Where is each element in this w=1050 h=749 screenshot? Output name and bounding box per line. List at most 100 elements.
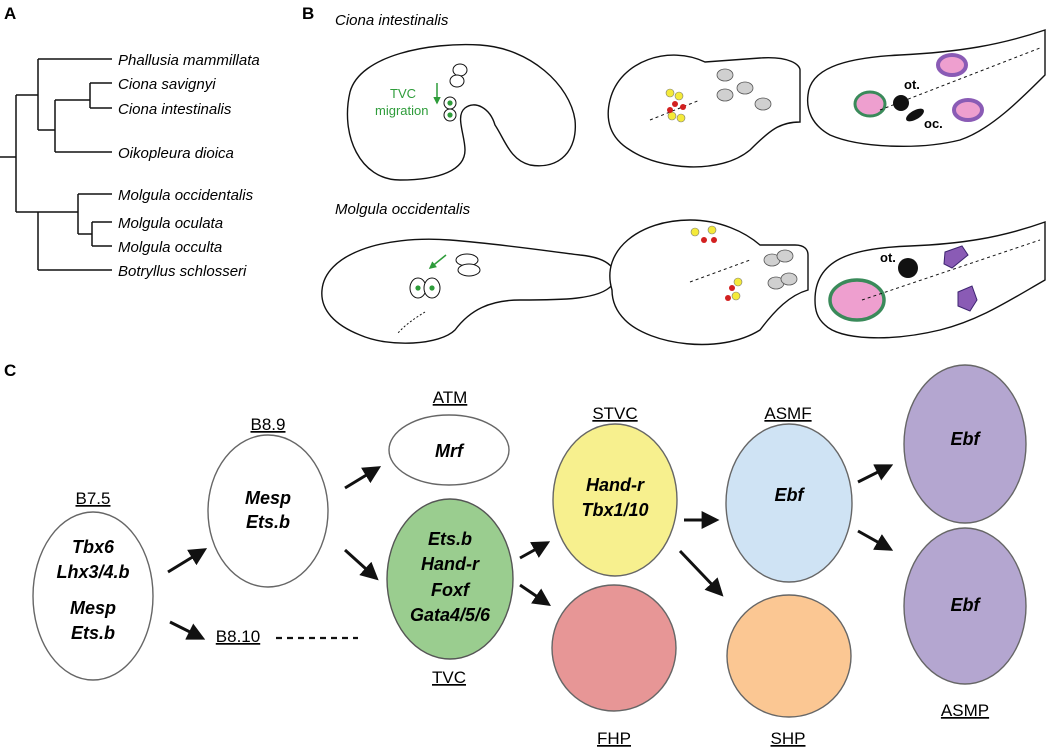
b89-cell (207, 434, 329, 588)
ciona-atm-cell (452, 63, 468, 77)
node-b89: B8.9 Mesp Ets.b (207, 415, 329, 588)
molgula-red-cell (725, 295, 731, 301)
ciona-embryo-outline (346, 43, 576, 181)
ciona-red-cell (680, 104, 686, 110)
species-label-botryllus: Botryllus schlosseri (118, 263, 247, 280)
tvc-gene: Hand-r (421, 554, 480, 574)
species-label-ciona-intestinalis: Ciona intestinalis (118, 101, 232, 118)
ciona-grey-cell (736, 81, 754, 95)
molgula-trunk-outline (609, 219, 809, 346)
molgula-larva-trunk (609, 219, 809, 346)
molgula-migration-arrow (428, 254, 447, 269)
arrow-b75-to-b810 (169, 620, 206, 640)
molgula-yellow-cell (707, 225, 717, 235)
molgula-title: Molgula occidentalis (335, 201, 471, 218)
b75-gene: Lhx3/4.b (56, 562, 129, 582)
tvc-label: TVC (432, 668, 466, 687)
stvc-label: STVC (592, 404, 637, 423)
molgula-juvenile: ot. (814, 221, 1046, 339)
ciona-grey-cell (716, 68, 734, 82)
ciona-juvenile-axis (879, 47, 1041, 111)
node-b810: B8.10 (216, 627, 358, 646)
ciona-grey-cell (754, 97, 772, 111)
ciona-grey-cell (716, 88, 734, 102)
molgula-embryo (321, 238, 616, 344)
stvc-gene: Hand-r (586, 475, 645, 495)
ciona-yellow-cell (676, 113, 686, 123)
ciona-ocellus (906, 108, 924, 122)
asmf-gene: Ebf (775, 485, 806, 505)
ciona-otolith (893, 95, 909, 111)
molgula-juvenile-axis (861, 239, 1041, 301)
molgula-grey-cell (780, 272, 798, 286)
b75-gene: Ets.b (71, 623, 115, 643)
b75-cell (32, 511, 154, 681)
stvc-gene: Tbx1/10 (581, 500, 648, 520)
tvc-label-line1: TVC (390, 86, 416, 101)
atm-gene: Mrf (435, 441, 465, 461)
arrow-b75-to-b89 (167, 548, 208, 574)
molgula-yellow-cell (731, 291, 741, 301)
panel-a-letter: A (4, 4, 16, 23)
b810-label: B8.10 (216, 627, 260, 646)
species-label-molgula-occulta: Molgula occulta (118, 239, 222, 256)
species-label-molgula-occidentalis: Molgula occidentalis (118, 187, 254, 204)
asmf-label: ASMF (764, 404, 811, 423)
node-asmf: ASMF Ebf (725, 404, 853, 583)
b89-gene: Mesp (245, 488, 291, 508)
molgula-muscle (957, 285, 978, 312)
shp-label: SHP (771, 729, 806, 748)
molgula-midline (689, 259, 751, 283)
panel-c-letter: C (4, 361, 16, 380)
node-tvc: Ets.b Hand-r Foxf Gata4/5/6 TVC (386, 498, 514, 687)
molgula-red-cell (711, 237, 717, 243)
molgula-muscle (943, 245, 969, 269)
molgula-embryo-outline (321, 238, 616, 344)
ciona-yellow-cell (674, 91, 684, 101)
node-fhp: FHP (551, 584, 677, 748)
atm-cell (388, 414, 510, 486)
tvc-gene: Gata4/5/6 (410, 605, 491, 625)
ciona-muscle (936, 53, 968, 77)
node-shp: SHP (726, 594, 852, 748)
b89-gene: Ets.b (246, 512, 290, 532)
molgula-heart (828, 278, 886, 322)
atm-label: ATM (433, 388, 468, 407)
asmf-cell (725, 423, 853, 583)
ciona-heart (853, 90, 887, 118)
lineage-arrows (167, 464, 894, 640)
ciona-tvc-nucleus (447, 112, 453, 118)
arrow-tvc-to-stvc (519, 541, 551, 560)
molgula-yellow-cell (733, 277, 743, 287)
phylogeny-tree (0, 58, 112, 271)
ciona-trunk-outline (607, 54, 801, 168)
molgula-tvc-nucleus (415, 285, 421, 291)
arrow-b89-to-tvc (343, 548, 379, 581)
fhp-label: FHP (597, 729, 631, 748)
ciona-title: Ciona intestinalis (335, 12, 449, 29)
b75-gene: Mesp (70, 598, 116, 618)
molgula-grey-cell (776, 249, 794, 263)
arrow-b89-to-atm (344, 466, 382, 490)
asmp-cell-bottom (903, 527, 1027, 685)
ciona-yellow-cell (667, 111, 677, 121)
asmp-gene-top: Ebf (951, 429, 982, 449)
ciona-midline (649, 99, 701, 121)
node-b75: B7.5 Tbx6 Lhx3/4.b Mesp Ets.b (32, 489, 154, 681)
ciona-tvc-nucleus (447, 100, 453, 106)
arrow-asmf-to-asmp-top (857, 464, 894, 484)
species-label-molgula-oculata: Molgula oculata (118, 215, 223, 232)
panel-b-letter: B (302, 4, 314, 23)
node-asmp: Ebf Ebf ASMP (903, 364, 1027, 720)
arrow-asmf-to-asmp-bottom (857, 529, 894, 551)
asmp-cell-top (903, 364, 1027, 524)
node-stvc: STVC Hand-r Tbx1/10 (552, 404, 678, 577)
ciona-muscle (952, 98, 984, 122)
shp-cell (726, 594, 852, 718)
species-label-phallusia: Phallusia mammillata (118, 52, 260, 69)
stvc-cell (552, 423, 678, 577)
b75-gene: Tbx6 (72, 537, 115, 557)
asmp-label: ASMP (941, 701, 989, 720)
ciona-red-cell (667, 107, 673, 113)
